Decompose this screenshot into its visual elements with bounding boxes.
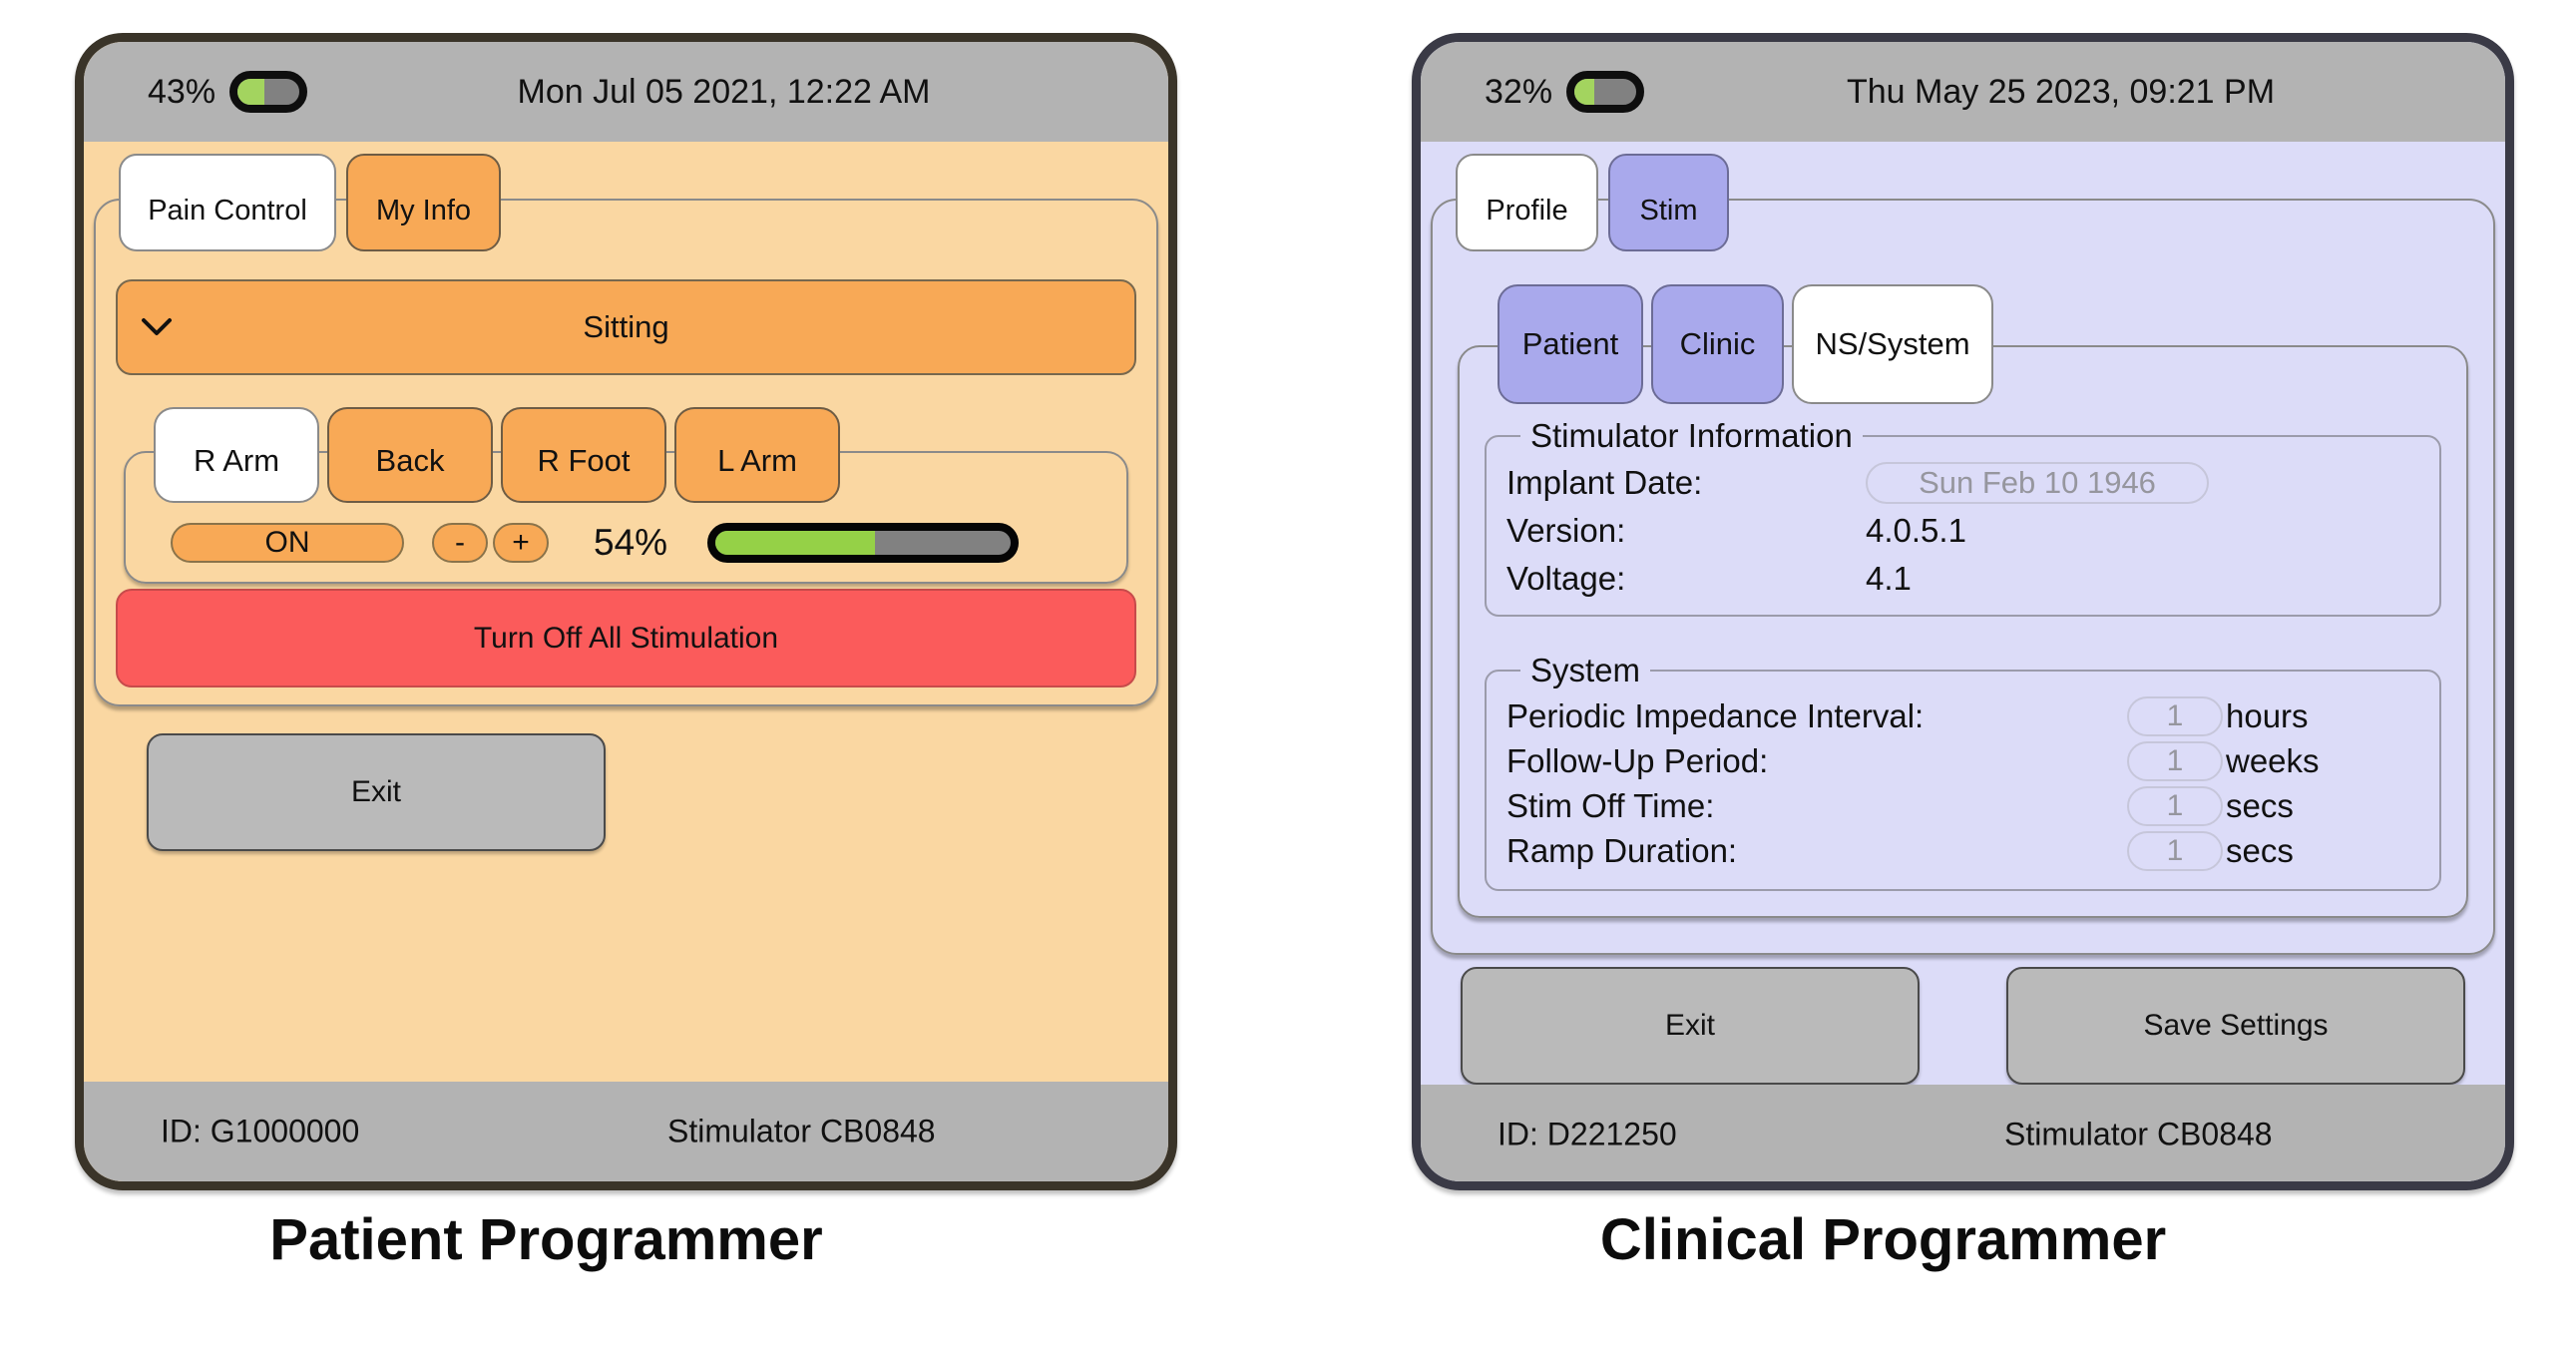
patient-programmer-device: 43% Mon Jul 05 2021, 12:22 AM Pain Contr… bbox=[75, 33, 1177, 1190]
voltage-value: 4.1 bbox=[1866, 560, 1912, 597]
clinical-button-row: Exit Save Settings bbox=[1431, 967, 2495, 1085]
battery-icon bbox=[1566, 71, 1645, 113]
follow-up-period-label: Follow-Up Period: bbox=[1506, 741, 1769, 779]
clinical-programmer-device: 32% Thu May 25 2023, 09:21 PM Profile St… bbox=[1412, 33, 2514, 1190]
patient-stimulator-label: Stimulator CB0848 bbox=[667, 1113, 936, 1149]
stim-control-panel: ON - + 54% bbox=[124, 451, 1128, 584]
exit-button[interactable]: Exit bbox=[147, 733, 606, 851]
clinical-status-bar: 32% Thu May 25 2023, 09:21 PM bbox=[1421, 42, 2505, 142]
tab-pain-control[interactable]: Pain Control bbox=[119, 154, 336, 251]
area-tab-row: R Arm Back R Foot L Arm bbox=[154, 407, 1136, 503]
ramp-duration-label: Ramp Duration: bbox=[1506, 831, 1738, 869]
follow-up-period-unit: weeks bbox=[2226, 741, 2320, 779]
posture-dropdown-value: Sitting bbox=[583, 309, 669, 344]
pain-control-panel: Sitting R Arm Back R Foot L Arm ON - + 5… bbox=[94, 199, 1158, 706]
patient-programmer-column: 43% Mon Jul 05 2021, 12:22 AM Pain Contr… bbox=[75, 33, 1177, 1369]
intensity-increase-button[interactable]: + bbox=[493, 523, 549, 563]
implant-date-input[interactable]: Sun Feb 10 1946 bbox=[1866, 462, 2209, 504]
power-toggle-button[interactable]: ON bbox=[171, 523, 404, 563]
tab-patient[interactable]: Patient bbox=[1498, 284, 1643, 404]
periodic-impedance-unit: hours bbox=[2226, 696, 2309, 734]
patient-battery: 43% bbox=[148, 71, 308, 113]
follow-up-period-row: Follow-Up Period: 1 weeks bbox=[1506, 738, 2419, 783]
version-label: Version: bbox=[1506, 512, 1626, 549]
tab-back[interactable]: Back bbox=[327, 407, 493, 503]
turn-off-all-stimulation-button[interactable]: Turn Off All Stimulation bbox=[116, 589, 1136, 687]
clinical-battery: 32% bbox=[1485, 71, 1645, 113]
intensity-percent-label: 54% bbox=[594, 522, 668, 563]
ramp-duration-unit: secs bbox=[2226, 831, 2294, 869]
voltage-label: Voltage: bbox=[1506, 560, 1626, 597]
implant-date-row: Implant Date: Sun Feb 10 1946 bbox=[1506, 459, 2419, 507]
patient-status-bar: 43% Mon Jul 05 2021, 12:22 AM bbox=[84, 42, 1168, 142]
stimulator-information-fieldset: Stimulator Information Implant Date: Sun… bbox=[1485, 417, 2441, 617]
patient-programmer-caption: Patient Programmer bbox=[269, 1207, 823, 1272]
patient-id-label: ID: G1000000 bbox=[161, 1113, 360, 1149]
patient-content: Pain Control My Info Sitting R Arm Back … bbox=[84, 142, 1168, 1082]
clinical-programmer-column: 32% Thu May 25 2023, 09:21 PM Profile St… bbox=[1412, 33, 2514, 1369]
voltage-row: Voltage: 4.1 bbox=[1506, 555, 2419, 603]
periodic-impedance-input[interactable]: 1 bbox=[2127, 695, 2223, 736]
stim-control-row: ON - + 54% bbox=[171, 522, 1081, 563]
stim-off-time-row: Stim Off Time: 1 secs bbox=[1506, 783, 2419, 828]
system-fieldset: System Periodic Impedance Interval: 1 ho… bbox=[1485, 652, 2441, 891]
clinical-footer: ID: D221250 Stimulator CB0848 bbox=[1421, 1085, 2505, 1181]
battery-fill bbox=[1574, 79, 1594, 105]
stim-off-time-unit: secs bbox=[2226, 786, 2294, 824]
save-settings-button[interactable]: Save Settings bbox=[2006, 967, 2465, 1085]
tab-profile[interactable]: Profile bbox=[1456, 154, 1598, 251]
clinical-id-label: ID: D221250 bbox=[1498, 1116, 1677, 1152]
patient-footer: ID: G1000000 Stimulator CB0848 bbox=[84, 1082, 1168, 1181]
clinical-stimulator-label: Stimulator CB0848 bbox=[2004, 1116, 2273, 1152]
periodic-impedance-row: Periodic Impedance Interval: 1 hours bbox=[1506, 693, 2419, 738]
ramp-duration-input[interactable]: 1 bbox=[2127, 830, 2223, 871]
stimulator-information-legend: Stimulator Information bbox=[1530, 417, 1853, 454]
ns-system-panel: Stimulator Information Implant Date: Sun… bbox=[1458, 345, 2468, 918]
tab-ns-system[interactable]: NS/System bbox=[1792, 284, 1993, 404]
implant-date-label: Implant Date: bbox=[1506, 464, 1703, 501]
posture-dropdown[interactable]: Sitting bbox=[116, 279, 1136, 375]
stim-off-time-label: Stim Off Time: bbox=[1506, 786, 1715, 824]
intensity-decrease-button[interactable]: - bbox=[432, 523, 488, 563]
tab-stim[interactable]: Stim bbox=[1608, 154, 1729, 251]
clinical-datetime: Thu May 25 2023, 09:21 PM bbox=[1847, 72, 2276, 111]
chevron-down-icon bbox=[142, 318, 172, 335]
tab-l-arm[interactable]: L Arm bbox=[674, 407, 840, 503]
exit-button[interactable]: Exit bbox=[1461, 967, 1920, 1085]
patient-tab-row: Pain Control My Info bbox=[119, 154, 1158, 251]
intensity-progress-fill bbox=[715, 531, 875, 555]
version-row: Version: 4.0.5.1 bbox=[1506, 507, 2419, 555]
follow-up-period-input[interactable]: 1 bbox=[2127, 740, 2223, 781]
periodic-impedance-label: Periodic Impedance Interval: bbox=[1506, 696, 1925, 734]
intensity-progress-bar bbox=[707, 523, 1019, 563]
clinical-tab-row: Profile Stim bbox=[1456, 154, 2495, 251]
battery-percent-label: 32% bbox=[1485, 72, 1553, 111]
battery-percent-label: 43% bbox=[148, 72, 216, 111]
tab-r-foot[interactable]: R Foot bbox=[501, 407, 666, 503]
profile-panel: Patient Clinic NS/System Stimulator Info… bbox=[1431, 199, 2495, 955]
stim-off-time-input[interactable]: 1 bbox=[2127, 785, 2223, 826]
battery-icon bbox=[229, 71, 308, 113]
system-legend: System bbox=[1530, 652, 1641, 688]
version-value: 4.0.5.1 bbox=[1866, 512, 1966, 549]
clinical-programmer-caption: Clinical Programmer bbox=[1599, 1207, 2167, 1272]
ramp-duration-row: Ramp Duration: 1 secs bbox=[1506, 828, 2419, 873]
battery-fill bbox=[237, 79, 264, 105]
tab-r-arm[interactable]: R Arm bbox=[154, 407, 319, 503]
tab-clinic[interactable]: Clinic bbox=[1651, 284, 1784, 404]
profile-subtab-row: Patient Clinic NS/System bbox=[1498, 284, 2468, 404]
patient-datetime: Mon Jul 05 2021, 12:22 AM bbox=[517, 72, 931, 111]
clinical-content: Profile Stim Patient Clinic NS/System St… bbox=[1421, 142, 2505, 1085]
tab-my-info[interactable]: My Info bbox=[346, 154, 501, 251]
